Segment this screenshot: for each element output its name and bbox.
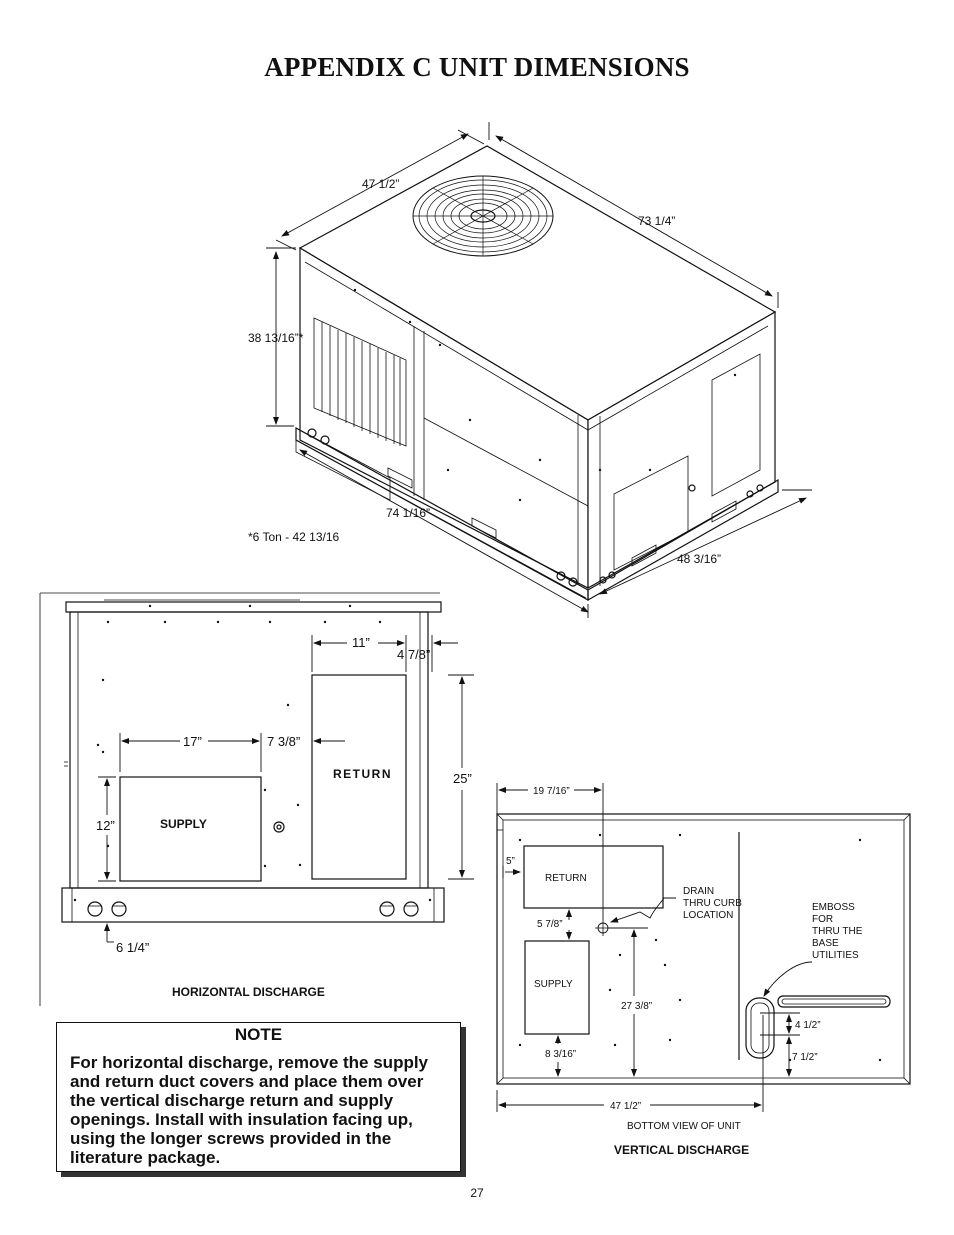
- horizontal-supply-opening: [119, 776, 262, 882]
- vertical-discharge-caption: VERTICAL DISCHARGE: [614, 1143, 749, 1157]
- emboss-label-line-1: EMBOSS: [812, 902, 855, 913]
- emboss-label-line-4: BASE: [812, 938, 839, 949]
- dim-supply-offset: 7 3/8”: [267, 734, 300, 749]
- horizontal-dimensions: [98, 635, 474, 943]
- horizontal-supply-label: SUPPLY: [160, 817, 207, 831]
- vertical-supply-opening: [524, 940, 590, 1035]
- drain-label-line-3: LOCATION: [683, 910, 733, 921]
- emboss-label-line-3: THRU THE: [812, 926, 863, 937]
- dim-length-73-1-4: 73 1/4”: [638, 214, 675, 228]
- dim-gap: 5 7/8”: [537, 919, 563, 930]
- drain-label-line-2: THRU CURB: [683, 898, 742, 909]
- emboss-label-line-5: UTILITIES: [812, 950, 859, 961]
- coil-grille: [313, 317, 407, 447]
- horizontal-return-opening: [311, 674, 407, 880]
- dim-width-47-1-2: 47 1/2”: [362, 177, 399, 191]
- page-title: APPENDIX C UNIT DIMENSIONS: [264, 52, 690, 82]
- bottom-view-label: BOTTOM VIEW OF UNIT: [627, 1121, 741, 1132]
- emboss-label-line-2: FOR: [812, 914, 833, 925]
- dim-return-height: 25”: [453, 771, 472, 786]
- dim-return-width: 11”: [352, 635, 370, 650]
- note-body: For horizontal discharge, remove the sup…: [70, 1053, 429, 1167]
- horizontal-discharge-drawing: [39, 592, 445, 1006]
- dim-supply-bottom: 8 3/16”: [545, 1049, 576, 1060]
- vertical-dimension-labels: 19 7/16” 5” RETURN 5 7/8” SUPPLY 27 3/8”…: [506, 786, 863, 1157]
- drain-label-line-1: DRAIN: [683, 886, 714, 897]
- vertical-return-opening: [523, 845, 664, 909]
- dim-emboss-bottom: 7 1/2”: [792, 1052, 818, 1063]
- note-heading: NOTE: [234, 1025, 283, 1044]
- dim-supply-width: 17”: [183, 734, 202, 749]
- note-box: NOTE For horizontal discharge, remove th…: [56, 1022, 461, 1172]
- dim-base-height: 6 1/4”: [116, 940, 149, 955]
- vertical-discharge-drawing: [496, 813, 911, 1085]
- isometric-dimensions: [266, 122, 812, 618]
- isometric-dimension-labels: 47 1/2” 73 1/4” 38 13/16”* 74 1/16” 48 3…: [248, 177, 721, 566]
- dim-return-offset: 4 7/8”: [397, 647, 430, 662]
- isometric-unit-drawing: [295, 145, 779, 602]
- vertical-dimensions: [496, 783, 813, 1112]
- dim-depth: 27 3/8”: [621, 1001, 652, 1012]
- dim-overall-width: 47 1/2”: [610, 1101, 641, 1112]
- vertical-return-label: RETURN: [545, 873, 587, 884]
- height-footnote: *6 Ton - 42 13/16: [248, 530, 340, 544]
- horizontal-discharge-caption: HORIZONTAL DISCHARGE: [172, 985, 325, 999]
- dim-height-38-13-16: 38 13/16”*: [248, 331, 304, 345]
- dim-top-offset: 19 7/16”: [533, 786, 570, 797]
- dim-supply-height: 12”: [96, 818, 115, 833]
- dim-base-width: 48 3/16”: [677, 552, 721, 566]
- dim-left-offset: 5”: [506, 856, 515, 867]
- horizontal-return-label: RETURN: [333, 767, 392, 781]
- vertical-supply-label: SUPPLY: [534, 979, 573, 990]
- horizontal-dimension-labels: 11” 4 7/8” 17” 7 3/8” 25” 12” 6 1/4” RET…: [96, 635, 472, 999]
- page-number: 27: [470, 1186, 484, 1200]
- dim-emboss-height: 4 1/2”: [795, 1020, 821, 1031]
- dim-base-length: 74 1/16”: [386, 506, 430, 520]
- condenser-fan-grille: [412, 175, 554, 257]
